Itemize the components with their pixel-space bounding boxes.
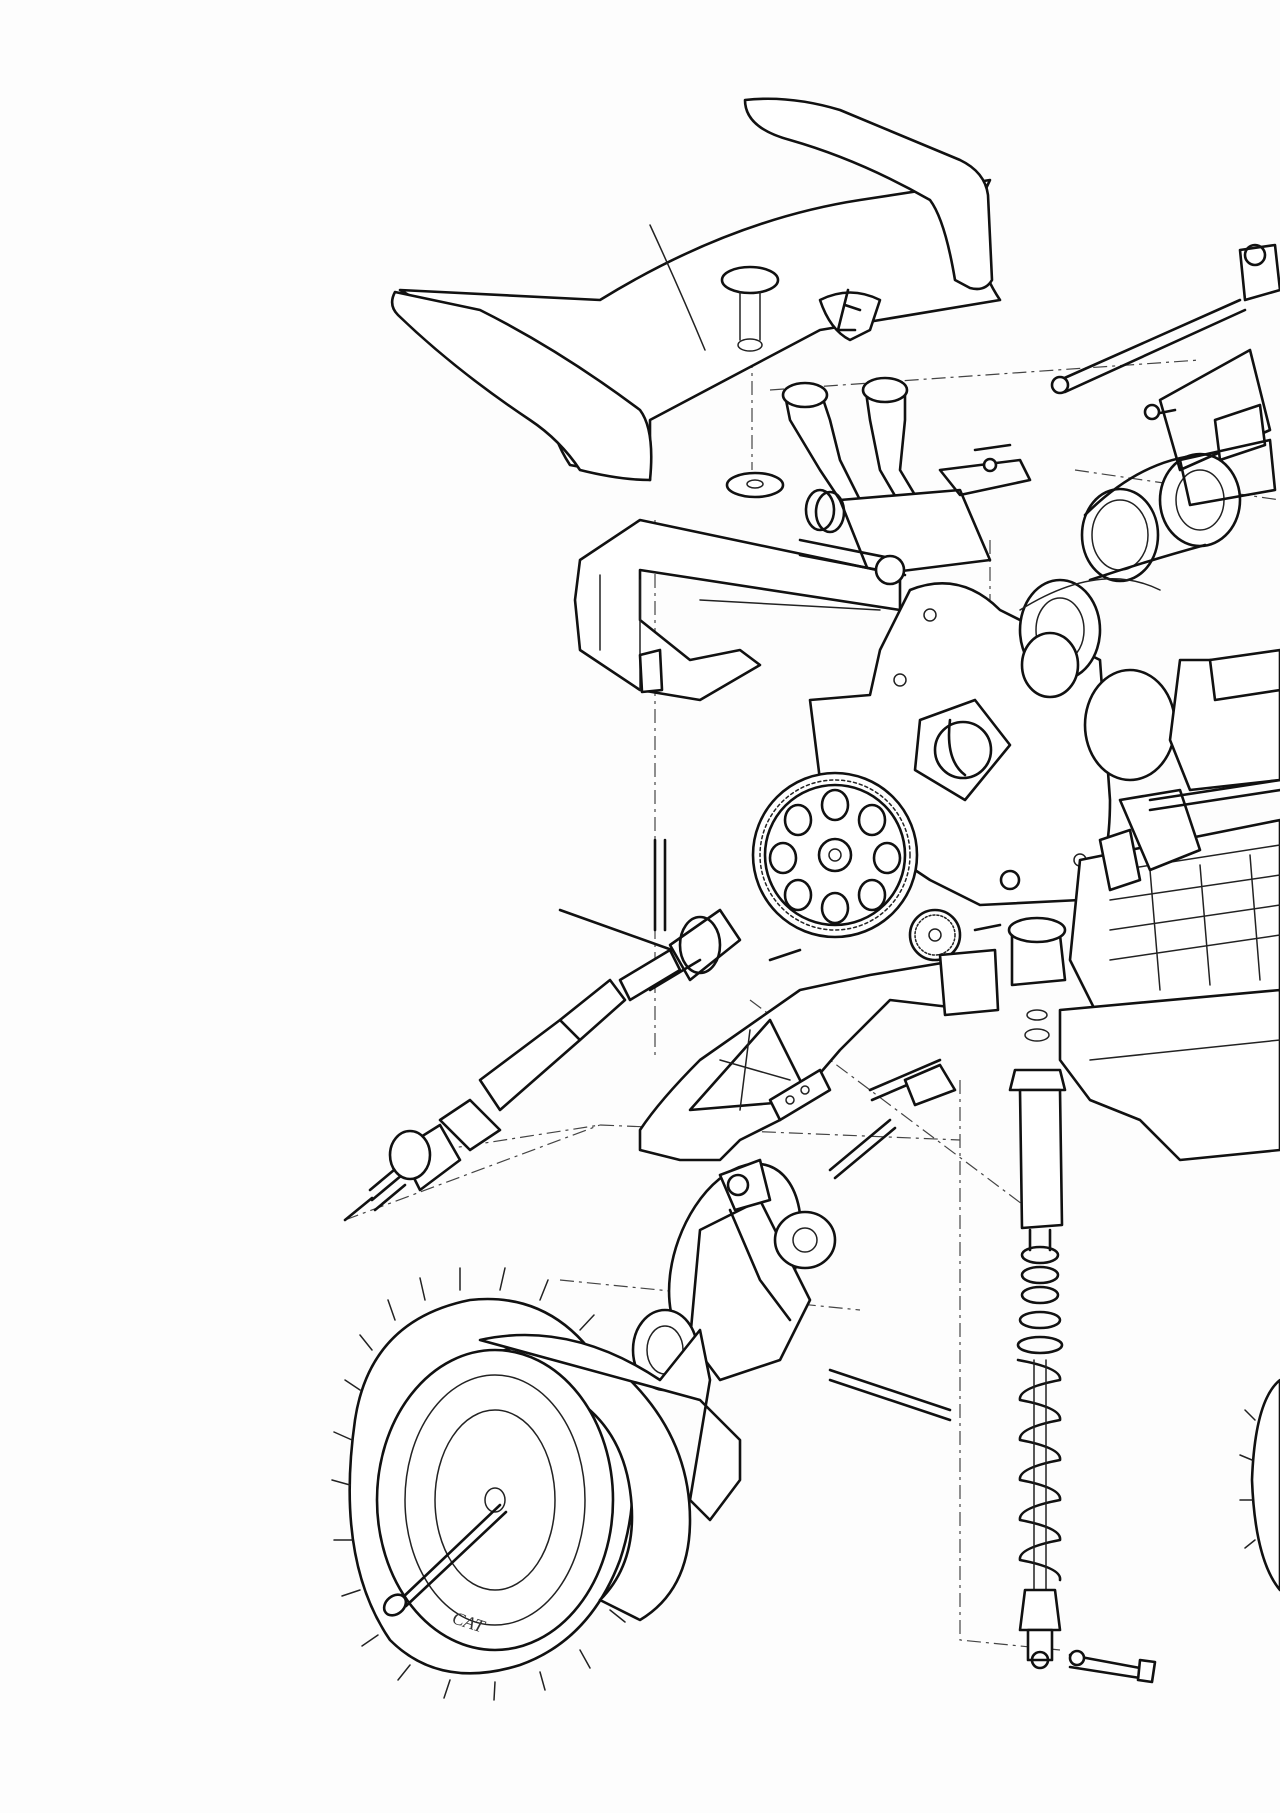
body-clip <box>804 488 846 534</box>
drive-shaft <box>343 908 742 1222</box>
rear-wheel <box>331 1267 742 1701</box>
right-wheel-partial <box>1239 1378 1280 1592</box>
suspension-arm <box>638 948 1000 1162</box>
chassis-tray <box>1058 778 1280 1162</box>
rear-wing <box>390 97 1002 482</box>
steering-linkage <box>1050 243 1280 507</box>
belt-drive-pulleys <box>1018 452 1280 792</box>
shock-absorber <box>1007 916 1157 1684</box>
hinge-pins <box>558 838 957 1180</box>
wing-mount-bracket <box>573 376 1032 702</box>
axle-pin <box>648 869 1021 992</box>
pinion-gear <box>908 908 962 962</box>
spur-gear <box>751 771 919 939</box>
bearing-carrier <box>913 698 1012 802</box>
